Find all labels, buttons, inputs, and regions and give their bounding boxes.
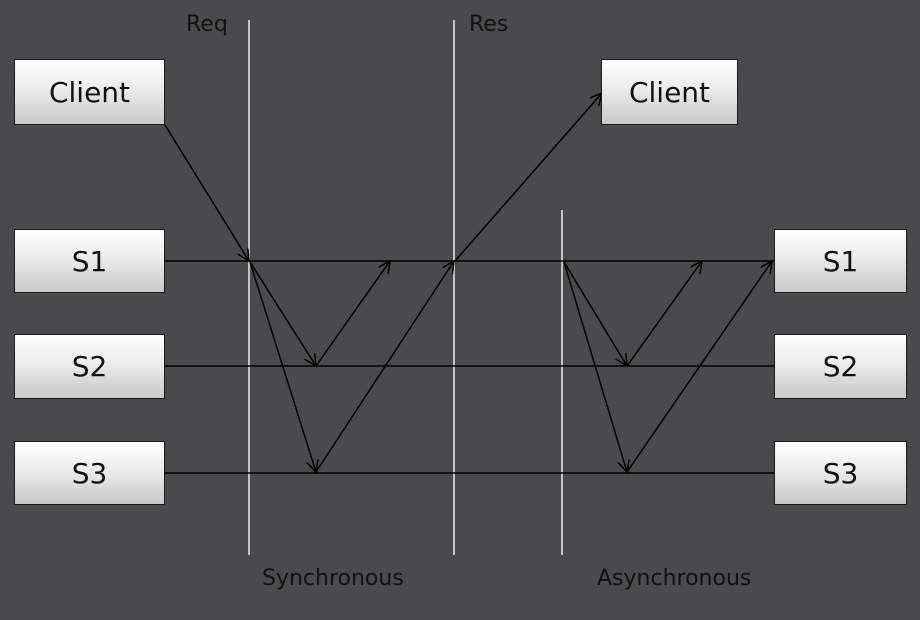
s3-node-left: S3 xyxy=(14,441,165,505)
req-label: Req xyxy=(186,12,228,37)
sync-s3-to-s1-arrow xyxy=(315,261,454,473)
s1-node-left: S1 xyxy=(14,229,165,293)
client-request-arrow xyxy=(164,124,249,261)
client-node-right: Client xyxy=(601,59,738,125)
async-s2-to-s1-arrow xyxy=(626,261,702,367)
s1-node-right: S1 xyxy=(774,229,907,293)
s2-node-right: S2 xyxy=(774,334,907,399)
s3-node-right: S3 xyxy=(774,441,907,505)
sync-s1-to-s3-arrow xyxy=(249,261,316,472)
sync-s1-to-s2-arrow xyxy=(249,261,316,366)
client-node-left: Client xyxy=(14,59,165,125)
client-response-arrow xyxy=(454,93,602,262)
synchronous-label: Synchronous xyxy=(262,566,404,591)
sync-s2-to-s1-arrow xyxy=(315,261,390,367)
async-s3-to-s1-arrow xyxy=(626,261,772,473)
s2-node-left: S2 xyxy=(14,334,165,399)
asynchronous-label: Asynchronous xyxy=(597,566,752,591)
async-s1-to-s2-arrow xyxy=(563,261,627,366)
res-label: Res xyxy=(469,12,509,37)
async-s1-to-s3-arrow xyxy=(563,261,627,472)
